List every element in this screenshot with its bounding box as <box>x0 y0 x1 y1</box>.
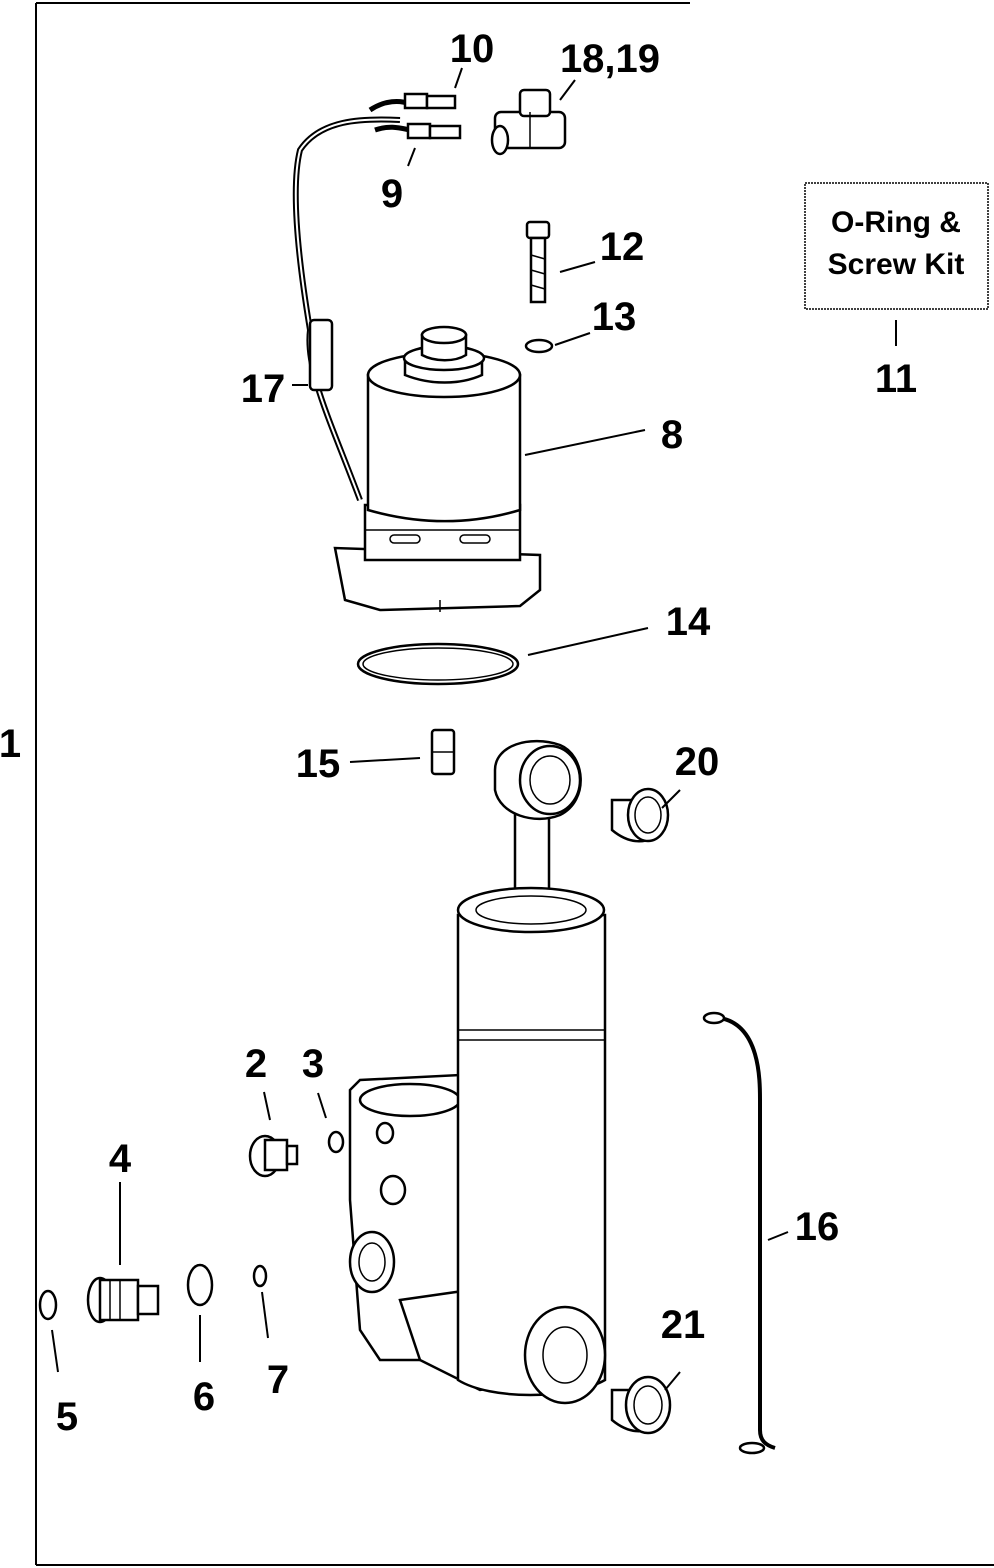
filter-15 <box>430 728 456 776</box>
callout-2: 2 <box>245 1042 267 1086</box>
callout-14: 14 <box>666 600 711 644</box>
callout-7: 7 <box>267 1358 289 1402</box>
kit-box-line1: O-Ring & <box>831 206 961 239</box>
callout-4: 4 <box>109 1137 132 1181</box>
o-ring-7 <box>252 1264 268 1288</box>
kit-box-line2: Screw Kit <box>828 248 965 281</box>
bushing-21 <box>610 1375 672 1435</box>
washer-13 <box>524 338 554 354</box>
callouts: 1 2 3 4 5 6 7 8 9 10 11 12 13 14 15 16 1… <box>0 27 917 1439</box>
callout-10: 10 <box>450 27 495 71</box>
screw-12 <box>525 220 551 304</box>
callout-12: 12 <box>600 225 645 269</box>
callout-8: 8 <box>661 413 683 457</box>
motor-8 <box>333 325 542 612</box>
callout-3: 3 <box>302 1042 324 1086</box>
callout-16: 16 <box>795 1205 840 1249</box>
callout-11: 11 <box>875 357 917 401</box>
pump-housing <box>348 886 607 1405</box>
bushing-20 <box>610 787 670 843</box>
o-ring-6 <box>186 1263 214 1307</box>
plug-2 <box>248 1134 299 1178</box>
wire-harness <box>292 92 462 502</box>
callout-15: 15 <box>296 742 341 786</box>
callout-9: 9 <box>381 172 403 216</box>
o-ring-3 <box>327 1130 345 1154</box>
o-ring-5 <box>38 1289 58 1321</box>
callout-18-19: 18,19 <box>560 37 660 81</box>
cylinder-rod <box>493 740 582 912</box>
callout-1: 1 <box>0 722 21 766</box>
leader-lines <box>51 67 897 1391</box>
callout-20: 20 <box>675 740 720 784</box>
callout-21: 21 <box>661 1303 706 1347</box>
connector-18-19 <box>490 88 567 156</box>
callout-6: 6 <box>193 1375 215 1419</box>
callout-17: 17 <box>241 367 286 411</box>
valve-4 <box>86 1276 160 1324</box>
callout-13: 13 <box>592 295 637 339</box>
kit-box: O-Ring & Screw Kit <box>804 182 989 310</box>
ground-wire-16 <box>702 1011 776 1455</box>
assembly-bracket <box>35 2 994 1566</box>
callout-5: 5 <box>56 1395 78 1439</box>
o-ring-14 <box>356 642 520 686</box>
